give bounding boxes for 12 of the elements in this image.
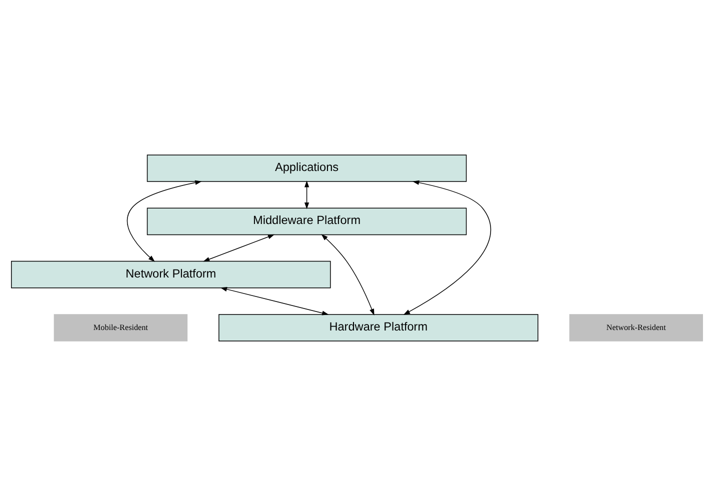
arrow (304, 180, 310, 209)
node-box: Network Platform (11, 260, 331, 288)
node-box: Network-Resident (569, 314, 703, 341)
arrow (403, 180, 491, 314)
node-box: Applications (146, 154, 467, 182)
node-box: Middleware Platform (146, 207, 467, 235)
arrow (220, 286, 329, 315)
arrow (203, 234, 275, 262)
node-box: Hardware Platform (218, 314, 538, 341)
node-box: Mobile-Resident (54, 314, 188, 341)
arrow (321, 234, 374, 315)
arrow (126, 180, 202, 262)
